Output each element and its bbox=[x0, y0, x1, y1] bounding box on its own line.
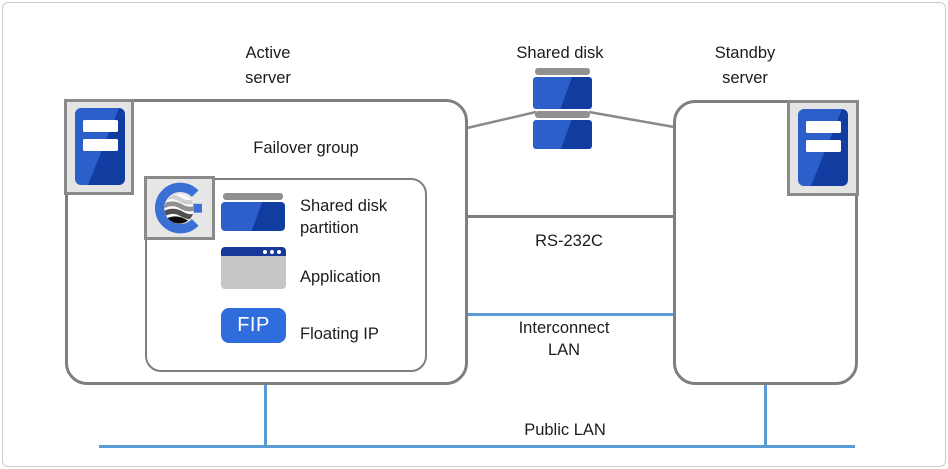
server-drive-bay bbox=[806, 140, 841, 152]
application-window-icon bbox=[221, 247, 286, 289]
shared-disk-icon bbox=[533, 68, 592, 149]
interconnect-lan-line bbox=[468, 313, 673, 316]
server-drive-bay bbox=[806, 121, 841, 133]
server-tower-icon bbox=[64, 99, 134, 195]
active-server-label: Active server bbox=[245, 44, 291, 87]
public-lan-label: Public LAN bbox=[524, 421, 606, 439]
application-label: Application bbox=[300, 268, 381, 286]
public-lan-line bbox=[99, 445, 855, 448]
interconnect-lan-label: Interconnect LAN bbox=[518, 319, 610, 359]
disk-cap bbox=[535, 68, 590, 75]
shared-disk-partition-icon bbox=[221, 202, 285, 231]
disk-cap bbox=[535, 111, 590, 118]
server-tower-icon bbox=[787, 100, 859, 196]
shared-disk-partition-label: Shared disk partition bbox=[300, 197, 388, 237]
standby-server-label: Standby server bbox=[714, 44, 776, 87]
window-dot-icon bbox=[270, 249, 274, 254]
failover-group-label: Failover group bbox=[253, 139, 359, 157]
window-dot-icon bbox=[263, 249, 267, 254]
window-titlebar bbox=[221, 247, 286, 256]
fip-badge-text: FIP bbox=[237, 314, 270, 336]
server-drive-bay bbox=[83, 120, 118, 132]
rs232c-label: RS-232C bbox=[535, 232, 603, 250]
shared-disk-partition-icon bbox=[223, 193, 283, 200]
public-lan-drop-line bbox=[264, 385, 267, 446]
server-tower-glyph bbox=[75, 108, 125, 185]
rs232c-line bbox=[468, 215, 673, 218]
disk-unit bbox=[533, 120, 592, 149]
public-lan-drop-line bbox=[764, 385, 767, 446]
floating-ip-label: Floating IP bbox=[300, 325, 379, 343]
cluster-logo-icon bbox=[154, 182, 202, 234]
window-dot-icon bbox=[277, 249, 281, 254]
server-tower-glyph bbox=[798, 109, 848, 186]
floating-ip-badge: FIP bbox=[221, 308, 286, 343]
disk-unit bbox=[533, 77, 592, 109]
window-body bbox=[221, 256, 286, 289]
server-drive-bay bbox=[83, 139, 118, 151]
shared-disk-label: Shared disk bbox=[516, 44, 604, 62]
cluster-logo-panel bbox=[144, 176, 215, 240]
